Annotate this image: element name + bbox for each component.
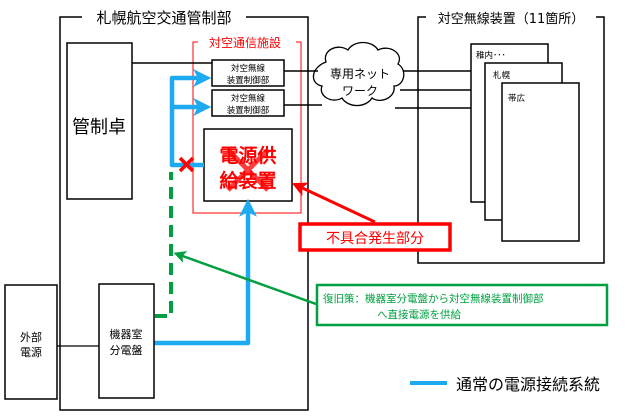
sapporo-atc-frame: 札幌航空交通管制部 [59,9,309,411]
radio-controller-1-line1: 対空無線 [231,63,266,74]
radio-stations-frame: 対空無線装置（11箇所） [417,11,605,264]
radio-controller-1-line2: 装置制御部 [227,75,270,86]
station-wakkanai-label: 稚内･･･ [476,50,506,61]
network-line1: 専用ネット [330,67,390,81]
power-supply-line1: 電源供 [219,144,276,167]
cut-line-cross-icon [178,156,195,173]
normal-power-path [153,69,257,346]
radio-stations-title: 対空無線装置（11箇所） [438,11,585,27]
radio-controller-2-line2: 装置制御部 [227,105,270,116]
recovery-callout: 復旧策：機器室分電盤から対空無線装置制御部 へ直接電源を供給 [315,283,609,327]
recovery-callout-line2: へ直接電源を供給 [377,308,461,321]
power-supply-unit: 電源供 給装置 [203,128,293,202]
recovery-callout-line1: 復旧策：機器室分電盤から対空無線装置制御部 [323,292,544,305]
distribution-board-line2: 分電盤 [110,344,143,357]
recovery-pointer-arrow [173,251,317,306]
radio-controller-2-line1: 対空無線 [231,93,266,104]
failure-cross-icon [226,148,270,192]
legend: 通常の電源接続系統 [410,375,600,394]
distribution-board-line1: 機器室 [110,327,143,341]
sapporo-atc-title: 札幌航空交通管制部 [96,9,231,27]
radio-controller-1: 対空無線 装置制御部 [211,59,285,87]
external-power-box: 外部 電源 [4,284,58,400]
fault-callout-label: 不具合発生部分 [326,231,424,247]
distribution-board-box: 機器室 分電盤 [98,283,155,399]
legend-label: 通常の電源接続系統 [456,375,600,394]
external-power-line1: 外部 [20,330,42,344]
station-card-obihiro: 帯広 [501,82,580,242]
recovery-power-path [155,172,173,318]
fault-pointer-arrow [291,182,376,224]
comm-facility-title: 対空通信施設 [209,35,281,50]
station-sapporo-label: 札幌 [493,70,511,81]
network-line2: ワーク [342,84,378,98]
radio-controller-2: 対空無線 装置制御部 [211,89,285,117]
external-power-line2: 電源 [20,345,42,359]
control-console: 管制卓 [66,42,133,200]
network-cloud: 専用ネット ワーク [312,41,405,107]
station-obihiro-label: 帯広 [508,93,526,104]
fault-callout: 不具合発生部分 [298,222,452,252]
control-console-label: 管制卓 [72,117,126,138]
